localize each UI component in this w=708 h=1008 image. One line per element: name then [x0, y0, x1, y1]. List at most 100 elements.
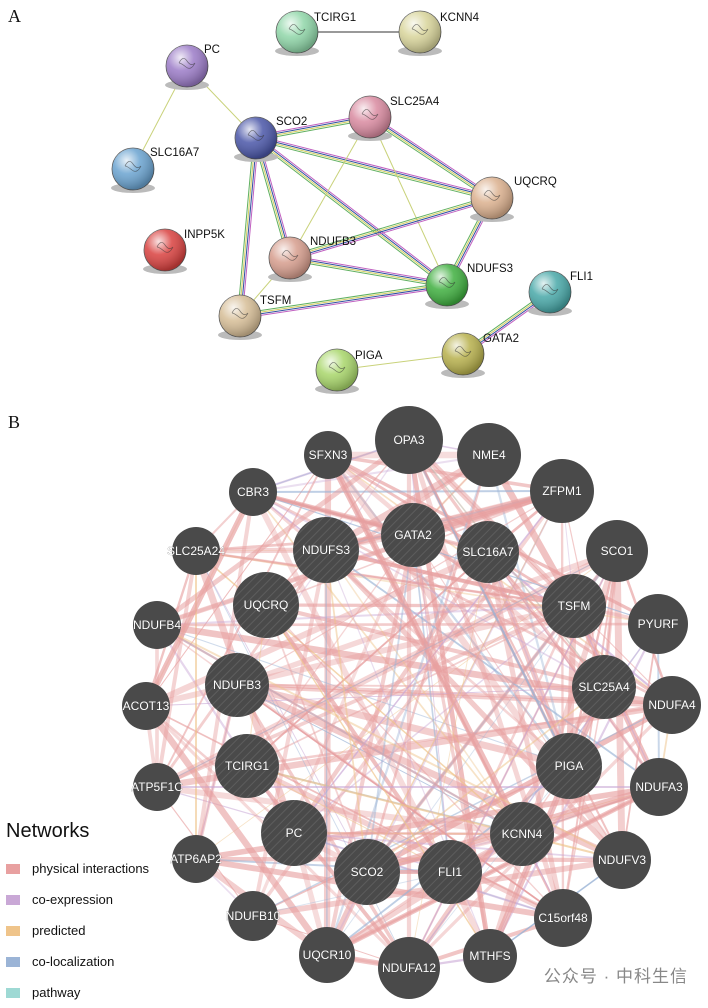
string-edge-SLC25A4-UQCRQ: [371, 114, 494, 197]
node-shine: [442, 333, 484, 375]
genemania-node-PYURF: PYURF: [628, 594, 688, 654]
genemania-edge: [246, 534, 414, 767]
node-label: CBR3: [237, 485, 269, 499]
node-label: FLI1: [570, 271, 593, 283]
protein-structure-icon: [328, 362, 346, 373]
genemania-edge: [156, 604, 575, 627]
node-label: OPA3: [393, 433, 424, 447]
node-shine: [219, 295, 261, 337]
node-label: NME4: [472, 448, 506, 462]
genemania-edge: [252, 453, 490, 494]
node-label: C15orf48: [538, 911, 588, 925]
node-label: TSFM: [558, 599, 591, 613]
legend-swatch: [6, 987, 20, 998]
node-label: ZFPM1: [542, 484, 582, 498]
genemania-edge: [293, 831, 523, 836]
panel-b-label: B: [8, 412, 21, 432]
genemania-edge: [407, 439, 661, 788]
genemania-node-NDUFB3: NDUFB3: [205, 653, 269, 717]
genemania-node-TSFM: TSFM: [542, 574, 606, 638]
genemania-edge: [325, 453, 525, 836]
genemania-edge: [155, 550, 198, 788]
node-label: NDUFB3: [213, 678, 261, 692]
node-circle: [630, 758, 688, 816]
genemania-node-NDUFB4: NDUFB4: [133, 601, 181, 649]
node-circle: [261, 800, 327, 866]
genemania-node-MTHFS: MTHFS: [463, 929, 517, 983]
string-node-UQCRQ: UQCRQ: [470, 176, 557, 222]
node-label: SLC16A7: [462, 545, 514, 559]
genemania-node-ACOT13: ACOT13: [122, 682, 170, 730]
legend-label: pathway: [32, 985, 81, 1000]
genemania-edge: [265, 604, 564, 919]
panel-a-label: A: [8, 6, 21, 26]
node-circle: [172, 527, 220, 575]
genemania-node-CBR3: CBR3: [229, 468, 277, 516]
string-edge-UQCRQ-NDUFB3: [289, 195, 492, 257]
node-label: NDUFV3: [598, 853, 646, 867]
node-label: NDUFB4: [133, 618, 181, 632]
node-label: NDUFA3: [635, 780, 683, 794]
genemania-node-PC: PC: [261, 800, 327, 866]
node-shine: [426, 264, 468, 306]
string-edge-SCO2-NDUFS3: [254, 139, 446, 288]
string-edge-SCO2-TSFM: [240, 138, 258, 317]
node-circle: [215, 734, 279, 798]
node-label: PYURF: [638, 617, 679, 631]
node-label: SLC25A4: [578, 680, 630, 694]
legend-item-pathway: pathway: [6, 977, 176, 1008]
string-node-PIGA: PIGA: [315, 348, 383, 394]
node-label: PC: [286, 826, 303, 840]
protein-structure-icon: [361, 109, 379, 120]
genemania-edge: [195, 549, 575, 608]
genemania-node-ATP5F1C: ATP5F1C: [131, 763, 183, 811]
genemania-edge: [562, 550, 618, 919]
string-edge-SLC25A4-NDUFS3: [369, 116, 448, 286]
node-shine: [529, 271, 571, 313]
node-circle: [304, 431, 352, 479]
genemania-edge: [325, 549, 368, 873]
genemania-edge: [155, 438, 411, 627]
genemania-node-OPA3: OPA3: [375, 406, 443, 474]
genemania-edge: [245, 764, 411, 970]
genemania-edge: [327, 454, 570, 767]
node-label: UQCRQ: [514, 176, 557, 188]
legend-item-co-localization: co-localization: [6, 946, 176, 977]
string-edge-SCO2-UQCRQ: [256, 135, 493, 197]
string-node-NDUFB3: NDUFB3: [268, 236, 356, 282]
string-node-TCIRG1: TCIRG1: [275, 10, 356, 56]
node-label: NDUFA12: [382, 961, 436, 975]
node-label: FLI1: [438, 865, 462, 879]
genemania-edge: [621, 623, 659, 861]
string-edge-SCO2-UQCRQ: [255, 138, 492, 200]
string-edge-SCO2-UQCRQ: [256, 136, 493, 198]
string-node-GATA2: GATA2: [441, 332, 519, 378]
node-circle: [205, 653, 269, 717]
node-circle: [490, 802, 554, 866]
node-label: GATA2: [483, 333, 519, 345]
node-shine: [112, 148, 154, 190]
string-node-SLC25A4: SLC25A4: [348, 95, 440, 141]
genemania-edge: [246, 764, 623, 862]
node-label: KCNN4: [440, 12, 480, 24]
node-circle: [586, 520, 648, 582]
genemania-edge: [327, 453, 575, 608]
legend-item-predicted: predicted: [6, 915, 176, 946]
string-node-PC: PC: [165, 44, 220, 90]
protein-structure-icon: [247, 130, 265, 141]
node-circle: [375, 406, 443, 474]
string-edge-NDUFS3-TSFM: [239, 282, 447, 315]
node-circle: [534, 889, 592, 947]
node-circle: [418, 840, 482, 904]
genemania-node-TCIRG1: TCIRG1: [215, 734, 279, 798]
legend-label: co-localization: [32, 954, 115, 969]
node-shine: [235, 117, 277, 159]
node-circle: [293, 517, 359, 583]
genemania-node-UQCRQ: UQCRQ: [233, 572, 299, 638]
node-circle: [334, 839, 400, 905]
node-label: PIGA: [355, 350, 383, 362]
genemania-edge: [325, 784, 661, 958]
node-circle: [381, 503, 445, 567]
node-label: UQCRQ: [244, 598, 289, 612]
genemania-edge: [250, 549, 329, 917]
